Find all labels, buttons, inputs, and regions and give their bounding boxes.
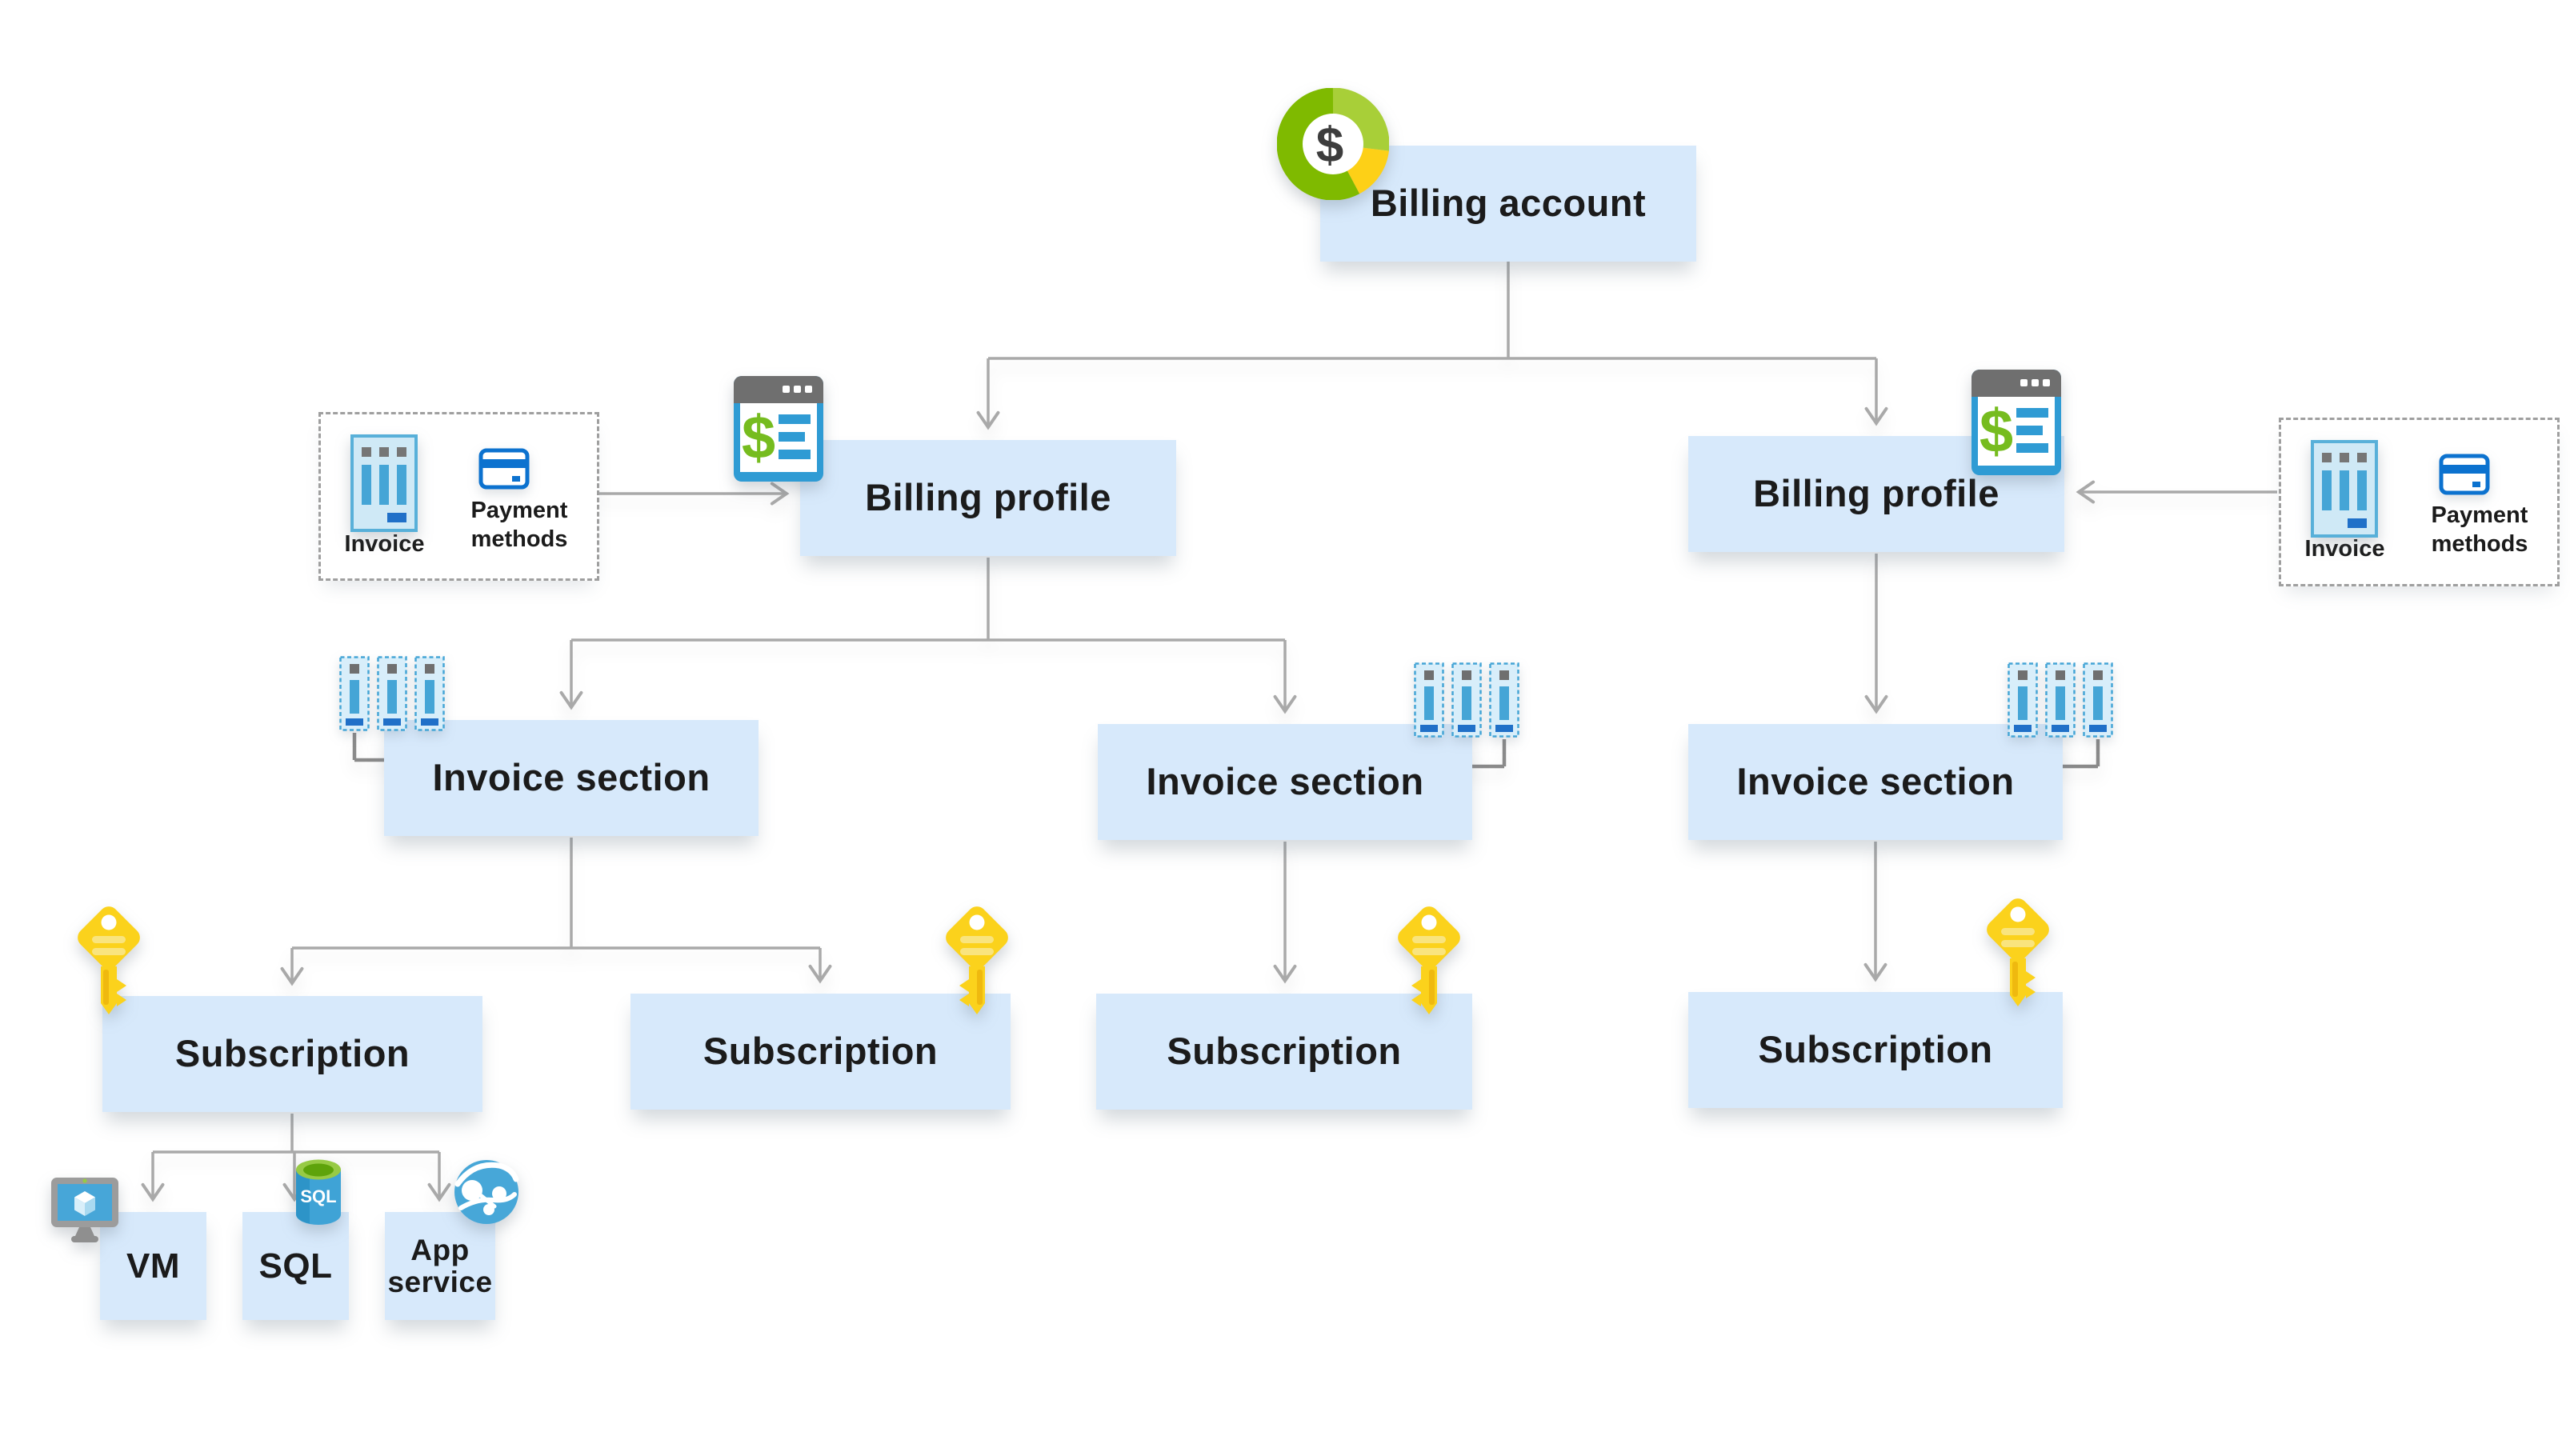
invoice-section-right-node: Invoice section — [1688, 724, 2063, 840]
subscription-4-node: Subscription — [1688, 992, 2063, 1108]
invoice-document-icon-right — [2311, 440, 2378, 538]
subscription-key-icon-3 — [1394, 902, 1464, 1016]
invoice-label-right: Invoice — [2304, 536, 2385, 562]
connector-invoice-section-left-stem — [292, 838, 820, 950]
subscription-key-icon-1 — [74, 902, 144, 1016]
billing-account-donut-icon: $ — [1276, 87, 1390, 201]
vm-label: VM — [126, 1246, 180, 1286]
app-service-globe-icon — [453, 1158, 520, 1226]
subscription-2-label: Subscription — [703, 1030, 939, 1073]
subscription-key-icon-2 — [942, 902, 1012, 1016]
sql-icon-label: SQL — [300, 1186, 336, 1206]
subscription-2-node: Subscription — [630, 994, 1011, 1110]
invoice-stack-icon-right — [2008, 662, 2113, 739]
connector-billing-account-stem — [988, 262, 1876, 360]
invoice-section-middle-node: Invoice section — [1098, 724, 1472, 840]
subscription-key-icon-4 — [1983, 894, 2053, 1008]
subscription-3-label: Subscription — [1167, 1030, 1402, 1073]
subscription-1-node: Subscription — [102, 996, 482, 1112]
invoice-section-left-label: Invoice section — [432, 756, 711, 799]
payment-methods-label-right: Payment methods — [2431, 502, 2528, 558]
billing-account-label: Billing account — [1370, 182, 1647, 225]
invoice-stack-icon-left — [339, 656, 445, 733]
donut-dollar-glyph: $ — [1316, 118, 1343, 174]
subscription-4-label: Subscription — [1758, 1028, 1993, 1071]
vm-monitor-icon — [48, 1176, 122, 1245]
invoice-document-icon-left — [350, 434, 418, 532]
invoice-section-middle-label: Invoice section — [1146, 760, 1424, 803]
app-service-label: App service — [387, 1233, 493, 1298]
sql-label: SQL — [258, 1246, 333, 1286]
billing-profile-left-label: Billing profile — [865, 476, 1111, 519]
payment-methods-label-left: Payment methods — [470, 498, 568, 553]
sql-node: SQL — [242, 1212, 349, 1320]
billing-statement-icon-right: $ — [1970, 368, 2063, 477]
invoice-stack-icon-middle — [1414, 662, 1519, 739]
browser-dollar-glyph: $ — [742, 404, 775, 472]
billing-profile-right-node: Billing profile — [1688, 436, 2064, 552]
billing-profile-right-label: Billing profile — [1753, 472, 2000, 515]
subscription-3-node: Subscription — [1096, 994, 1472, 1110]
connector-billing-profile-left-stem — [571, 558, 1285, 642]
invoice-label-left: Invoice — [344, 531, 425, 557]
browser-dollar-glyph: $ — [1980, 398, 2013, 466]
billing-profile-left-node: Billing profile — [800, 440, 1176, 556]
subscription-1-label: Subscription — [174, 1032, 410, 1075]
invoice-section-right-label: Invoice section — [1736, 760, 2015, 803]
payment-card-icon-left — [478, 448, 530, 490]
connector-subscription-1-stem — [153, 1114, 439, 1154]
billing-statement-icon-left: $ — [732, 374, 825, 483]
app-service-node: App service — [385, 1212, 495, 1320]
payment-card-icon-right — [2439, 454, 2490, 495]
vm-node: VM — [100, 1212, 206, 1320]
sql-database-icon: SQL — [293, 1157, 344, 1227]
invoice-section-left-node: Invoice section — [384, 720, 759, 836]
